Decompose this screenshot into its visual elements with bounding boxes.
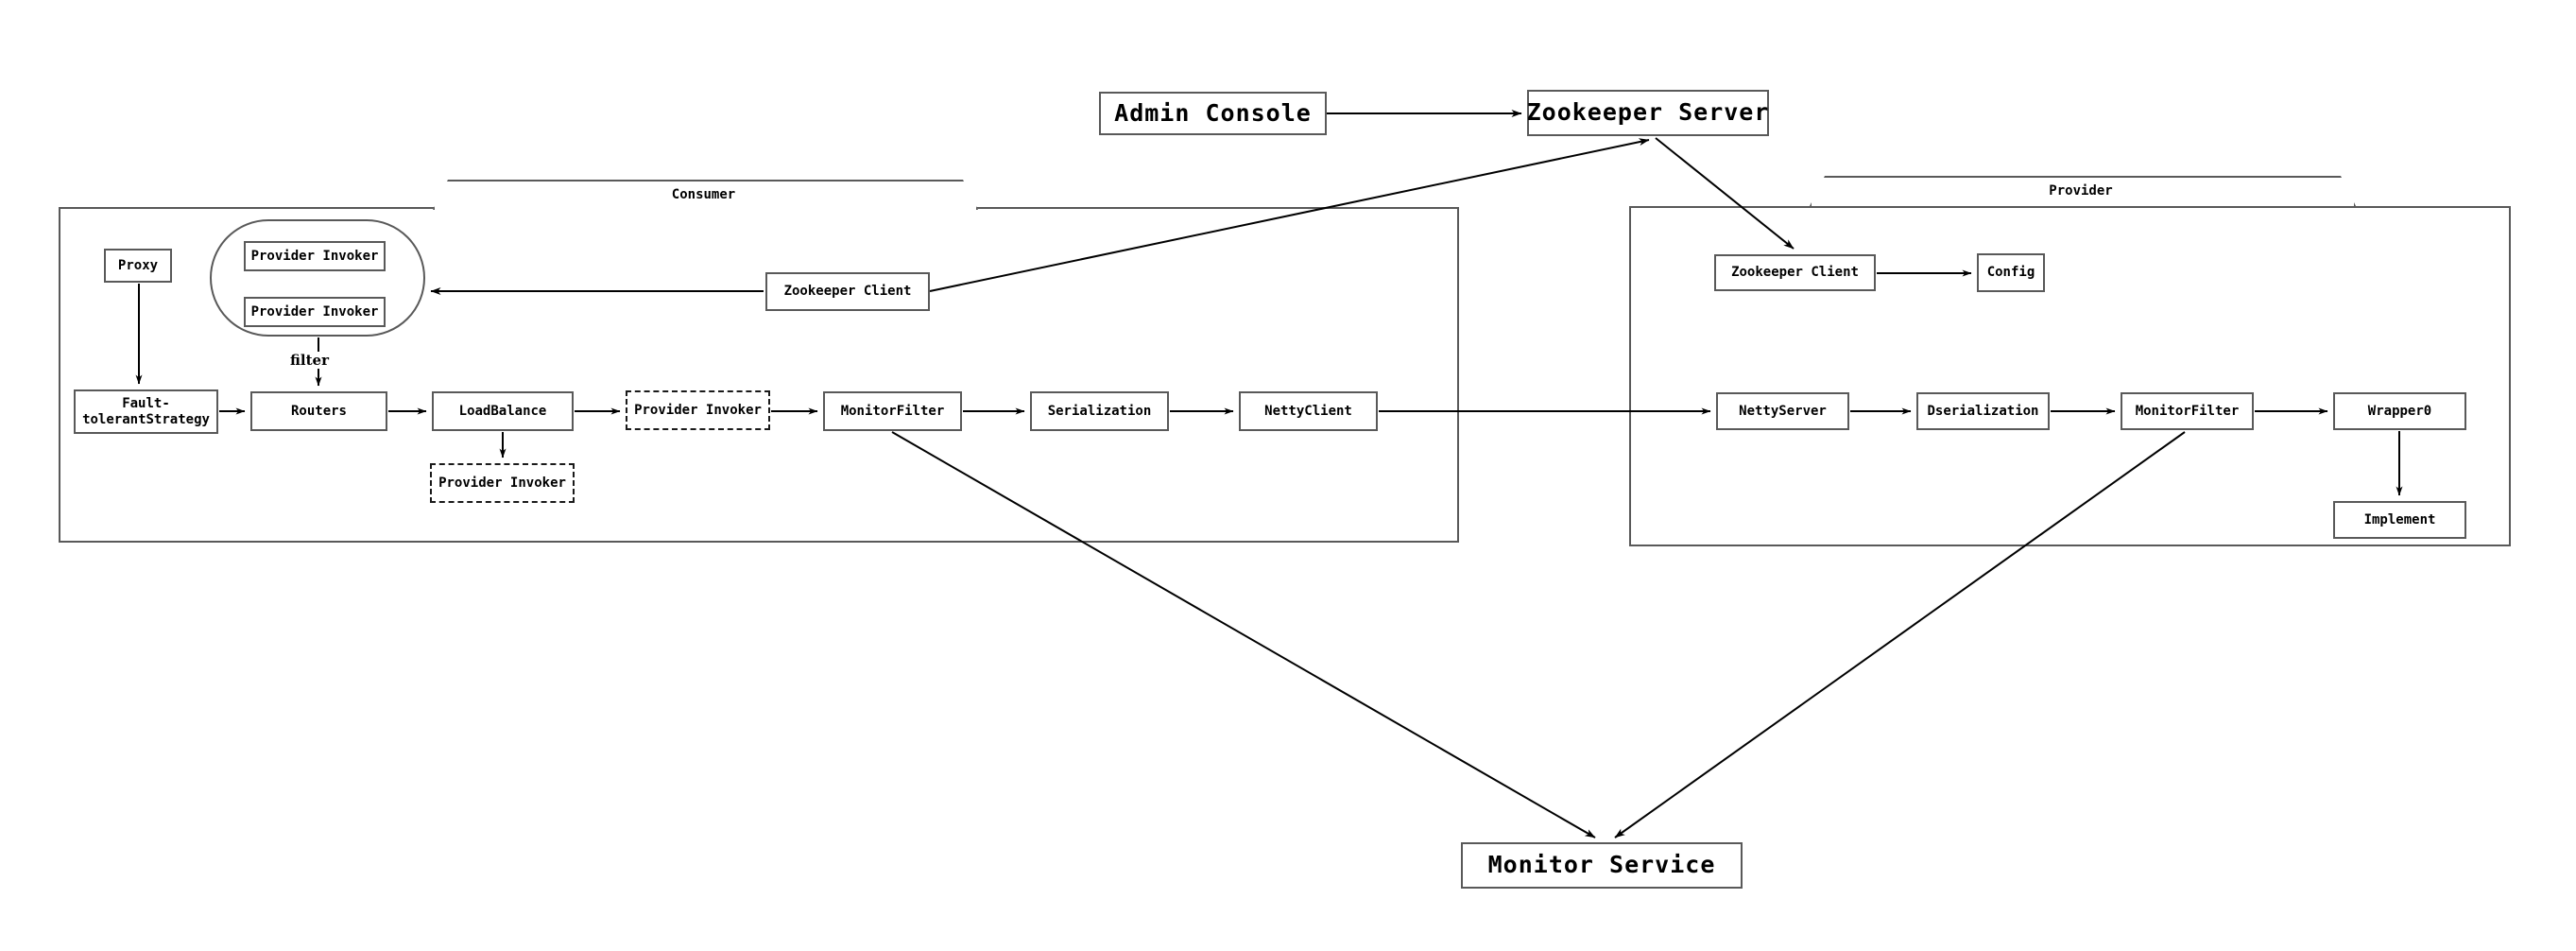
zookeeper-server-box[interactable]: Zookeeper Server (1527, 90, 1769, 136)
consumer-tab: Consumer (433, 180, 974, 208)
monitorfilter-provider-box[interactable]: MonitorFilter (2121, 392, 2254, 430)
monitor-service-box[interactable]: Monitor Service (1461, 842, 1743, 889)
admin-console-box[interactable]: Admin Console (1099, 92, 1327, 135)
consumer-tab-shape (433, 180, 978, 210)
nettyclient-box[interactable]: NettyClient (1239, 391, 1378, 431)
dserialization-box[interactable]: Dserialization (1916, 392, 2050, 430)
provider-invoker-box-dashed-below[interactable]: Provider Invoker (430, 463, 575, 503)
provider-invoker-box-top[interactable]: Provider Invoker (244, 241, 386, 271)
proxy-box[interactable]: Proxy (104, 249, 172, 283)
provider-tab-shape (1810, 176, 2356, 206)
zookeeper-client-provider-box[interactable]: Zookeeper Client (1714, 254, 1876, 291)
provider-invoker-group-stadium (210, 219, 425, 337)
provider-invoker-box-dashed-inline[interactable]: Provider Invoker (626, 390, 770, 430)
filter-edge-label: filter (288, 352, 331, 369)
consumer-tab-label: Consumer (671, 187, 736, 202)
provider-tab: Provider (1810, 176, 2352, 204)
config-box[interactable]: Config (1977, 253, 2045, 292)
loadbalance-box[interactable]: LoadBalance (432, 391, 574, 431)
fault-tolerant-strategy-box[interactable]: Fault- tolerantStrategy (74, 389, 218, 434)
provider-tab-label: Provider (2049, 183, 2113, 199)
monitorfilter-consumer-box[interactable]: MonitorFilter (823, 391, 962, 431)
routers-box[interactable]: Routers (250, 391, 387, 431)
nettyserver-box[interactable]: NettyServer (1716, 392, 1849, 430)
zookeeper-client-consumer-box[interactable]: Zookeeper Client (765, 272, 930, 311)
implement-box[interactable]: Implement (2333, 501, 2466, 539)
serialization-box[interactable]: Serialization (1030, 391, 1169, 431)
provider-invoker-box-bottom[interactable]: Provider Invoker (244, 297, 386, 327)
wrapper0-box[interactable]: Wrapper0 (2333, 392, 2466, 430)
